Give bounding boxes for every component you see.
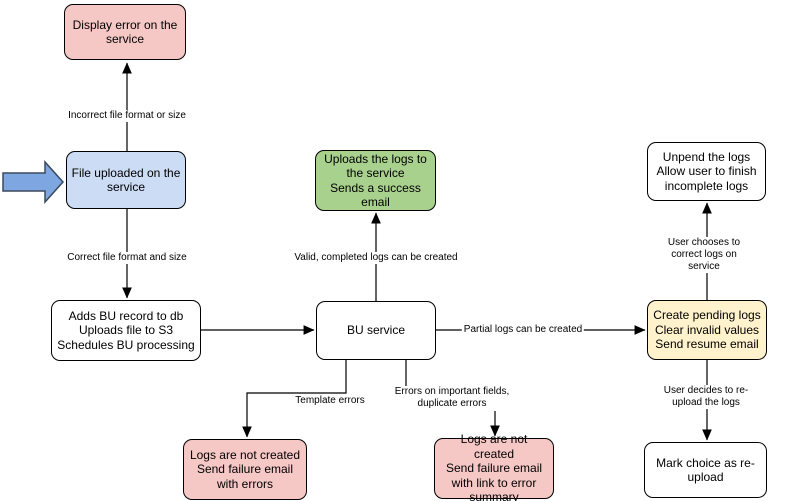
node-mark-choice-reupload: Mark choice as re- upload [644,442,767,498]
edge-label-valid-logs: Valid, completed logs can be created [292,252,460,264]
node-logs-not-created-errors: Logs are not created Send failure email … [183,439,307,500]
edge-service-to-failure-errors [242,360,347,438]
node-file-uploaded: File uploaded on the service [66,151,186,209]
node-logs-not-created-summary: Logs are not created Send failure email … [434,432,554,501]
node-uploads-logs-success: Uploads the logs to the service Sends a … [315,150,436,211]
start-arrow-icon [2,160,65,204]
edge-label-user-decides-reupload: User decides to re-upload the logs [658,385,754,409]
node-unpend-logs: Unpend the logs Allow user to finish inc… [647,142,766,201]
node-create-pending-logs: Create pending logs Clear invalid values… [647,300,767,360]
edge-label-partial-logs: Partial logs can be created [461,324,585,336]
node-display-error: Display error on the service [64,4,186,60]
edge-label-template-errors: Template errors [293,395,367,407]
node-bu-service: BU service [316,301,436,360]
edge-label-user-chooses-correct: User chooses to correct logs on service [655,237,753,273]
node-adds-bu-record: Adds BU record to db Uploads file to S3 … [51,300,201,361]
edge-label-incorrect-file: Incorrect file format or size [66,110,188,122]
edge-label-important-field-errors: Errors on important fields, duplicate er… [392,386,512,410]
edge-label-correct-file: Correct file format and size [65,252,189,264]
